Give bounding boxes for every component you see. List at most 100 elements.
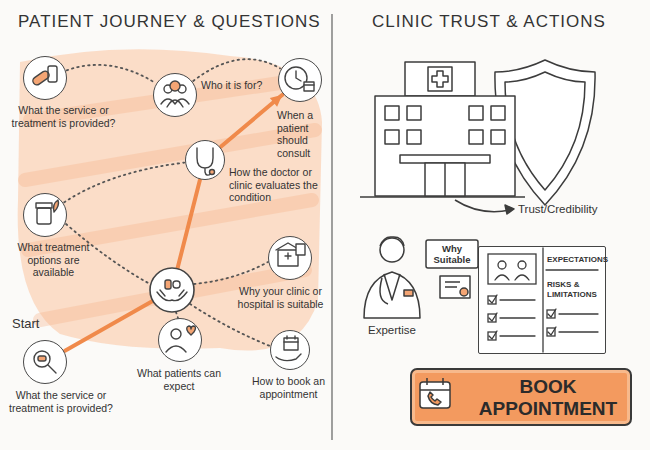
rect-shape xyxy=(491,130,505,144)
path-shape xyxy=(187,326,196,335)
expertise-label: Expertise xyxy=(368,324,416,336)
circle-shape xyxy=(210,170,215,175)
path-shape xyxy=(445,282,460,287)
path-shape xyxy=(66,224,150,284)
rect-shape xyxy=(469,130,483,144)
panel-heading: CLINIC TRUST & ACTIONS xyxy=(372,12,606,32)
circle-shape xyxy=(34,351,50,367)
box-text: EXPECTATIONS xyxy=(547,255,609,265)
circle-shape xyxy=(170,81,180,91)
path-shape xyxy=(489,313,535,321)
dotted-connector xyxy=(193,59,280,81)
rect-shape xyxy=(173,281,180,288)
step-circle: How the doctor or clinic evaluates the c… xyxy=(185,140,225,180)
path-shape xyxy=(444,163,446,196)
rect-shape xyxy=(375,96,515,196)
circle-shape xyxy=(171,329,181,339)
journey-arrow xyxy=(221,95,282,147)
circle-shape xyxy=(380,238,404,262)
rect-shape xyxy=(404,290,413,296)
path-shape xyxy=(455,200,510,212)
sign-label: Why Suitable xyxy=(428,243,476,265)
circle-shape xyxy=(460,288,468,296)
connector-line xyxy=(64,163,184,203)
path-shape xyxy=(420,378,450,390)
path-shape xyxy=(284,336,298,342)
g-shape xyxy=(360,60,595,318)
path-shape xyxy=(161,99,189,107)
rect-shape xyxy=(488,296,496,304)
rect-shape xyxy=(488,254,536,284)
rect-shape xyxy=(491,106,505,120)
rect-shape xyxy=(36,203,52,208)
path-shape xyxy=(276,243,300,259)
step-caption: What the service or treatment is provide… xyxy=(6,389,116,414)
connector-line xyxy=(67,65,156,83)
path-shape xyxy=(296,71,301,81)
rect-shape xyxy=(405,62,475,96)
rect-shape xyxy=(547,328,555,336)
step-circle: What patients can expect xyxy=(158,318,202,362)
path-shape xyxy=(54,200,59,212)
step-caption: When a patient should consult xyxy=(277,109,331,159)
path-shape xyxy=(176,312,178,318)
rect-shape xyxy=(407,130,421,144)
info-brochure: EXPECTATIONS RISKS & LIMITATIONS xyxy=(478,246,606,354)
rect-shape xyxy=(165,280,171,289)
step-circle: What the service or treatment is provide… xyxy=(23,56,67,100)
step-circle: When a patient should consult xyxy=(278,58,322,102)
path-shape xyxy=(166,346,186,352)
dotted-connector xyxy=(64,163,184,203)
rect-shape xyxy=(38,356,46,361)
path-shape xyxy=(505,72,585,190)
rect-shape xyxy=(37,208,51,224)
step-caption: What the service or treatment is provide… xyxy=(6,104,121,129)
circle-shape xyxy=(498,261,506,269)
rect-shape xyxy=(284,338,298,350)
step-caption: Why your clinic or hospital is suitable xyxy=(233,285,328,310)
path-shape xyxy=(542,248,543,352)
line-shape xyxy=(331,14,332,440)
g-shape xyxy=(420,378,450,408)
rect-shape xyxy=(400,155,490,163)
panel-heading: PATIENT JOURNEY & QUESTIONS xyxy=(18,12,321,32)
path-shape xyxy=(489,331,535,339)
step-circle: Why your clinic or hospital is suitable xyxy=(268,236,312,280)
circle-shape xyxy=(178,85,186,93)
path-shape xyxy=(432,71,448,87)
rect-shape xyxy=(48,66,57,82)
path-shape xyxy=(48,365,56,373)
path-shape xyxy=(495,60,595,205)
path-shape xyxy=(194,262,268,284)
path-shape xyxy=(428,392,441,405)
path-shape xyxy=(197,148,213,175)
step-circle: What treatment options are available xyxy=(23,193,67,237)
path-shape xyxy=(546,269,598,270)
box-text: RISKS & LIMITATIONS xyxy=(547,280,605,300)
path-shape xyxy=(364,272,420,318)
path-shape xyxy=(190,304,270,346)
rect-shape xyxy=(296,244,305,255)
step-caption: Who it is for? xyxy=(201,79,281,92)
path-shape xyxy=(548,327,598,335)
rect-shape xyxy=(304,82,314,91)
step-caption: What patients can expect xyxy=(129,367,229,392)
circle-shape xyxy=(164,85,172,93)
arrow-head xyxy=(270,95,283,107)
rect-shape xyxy=(426,240,478,268)
circle-shape xyxy=(150,268,194,312)
rect-shape xyxy=(440,276,470,298)
g-shape xyxy=(66,224,270,346)
rect-shape xyxy=(278,250,298,266)
step-circle: How to book an appointment xyxy=(270,330,310,370)
step-caption: How to book an appointment xyxy=(241,375,336,400)
trust-label: Trust/Credibility xyxy=(518,203,597,215)
rect-shape xyxy=(547,310,555,318)
dotted-connector xyxy=(67,65,156,83)
rect-shape xyxy=(428,67,452,91)
path-shape xyxy=(515,275,529,280)
rect-shape xyxy=(31,70,50,87)
rect-shape xyxy=(469,106,483,120)
